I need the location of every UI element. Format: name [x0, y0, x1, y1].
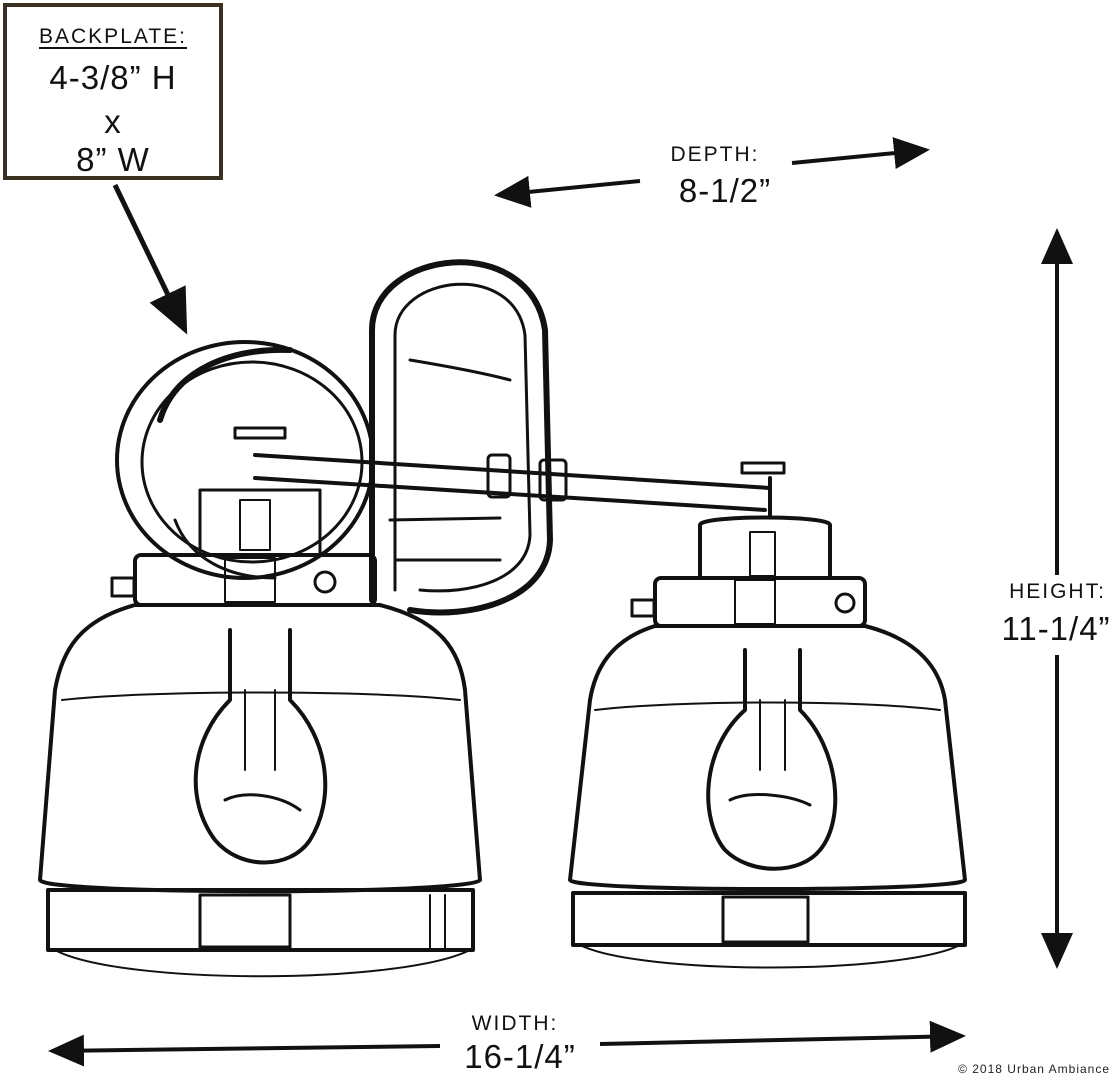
backplate-width-value: 8” W	[76, 141, 150, 178]
height-label: HEIGHT:	[1009, 580, 1106, 603]
backplate-pointer-arrow	[112, 183, 188, 335]
backplate-label: BACKPLATE:	[39, 25, 187, 48]
depth-label: DEPTH:	[670, 143, 760, 166]
right-lamp-drawing	[568, 515, 967, 969]
crossbar-drawing	[233, 426, 786, 517]
height-value: 11-1/4”	[1001, 610, 1111, 647]
depth-value: 8-1/2”	[678, 172, 772, 209]
depth-arrow-left	[494, 175, 641, 208]
copyright-notice: © 2018 Urban Ambiance	[958, 1062, 1110, 1076]
width-arrow-right	[599, 1020, 966, 1053]
width-value: 16-1/4”	[464, 1038, 576, 1075]
backplate-callout: BACKPLATE: 4-3/8” H x 8” W	[3, 3, 223, 180]
arch-arm-drawing	[369, 259, 553, 616]
backplate-times-symbol: x	[104, 103, 122, 140]
width-label: WIDTH:	[471, 1012, 559, 1035]
width-arrow-left	[48, 1034, 441, 1067]
depth-arrow-right	[791, 137, 930, 170]
backplate-height-value: 4-3/8” H	[49, 59, 177, 96]
left-lamp-drawing	[38, 488, 482, 978]
